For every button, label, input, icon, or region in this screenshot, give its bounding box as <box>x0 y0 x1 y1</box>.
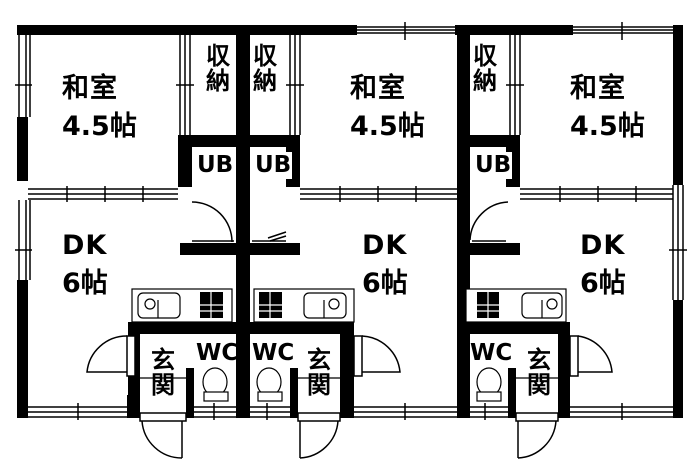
entrance-inner-doors <box>86 335 613 377</box>
unit2-storage-label: 収納 <box>253 42 277 96</box>
kitchen-counters <box>131 288 567 323</box>
toilets <box>202 367 502 402</box>
unit3-dk-size: 6帖 <box>580 268 626 299</box>
unit1-dk-size: 6帖 <box>62 268 108 299</box>
unit1-entrance-label: 玄関 <box>151 346 175 400</box>
unit3-toilet-label: WC <box>470 340 513 366</box>
unit3-entrance-label: 玄関 <box>527 346 551 400</box>
unit2-bath-label: UB <box>254 152 293 179</box>
unit2-dk-size: 6帖 <box>362 268 408 299</box>
interior-walls <box>128 35 570 405</box>
unit3-washitsu-size: 4.5帖 <box>570 111 645 142</box>
windows <box>15 22 687 420</box>
bath-doors <box>191 201 509 243</box>
unit2-washitsu-size: 4.5帖 <box>350 111 425 142</box>
unit3-storage-label: 収納 <box>473 42 497 96</box>
unit2-entrance-label: 玄関 <box>307 346 331 400</box>
unit2-washitsu-label: 和室 <box>350 73 406 104</box>
unit3-washitsu-label: 和室 <box>570 73 626 104</box>
unit2-toilet-label: WC <box>252 340 295 366</box>
partitions <box>28 35 673 202</box>
sinks <box>137 292 563 319</box>
unit3-bath-label: UB <box>474 152 513 179</box>
unit1-toilet-label: WC <box>196 340 239 366</box>
unit2-dk-label: DK <box>362 230 408 261</box>
unit1-washitsu-size: 4.5帖 <box>62 111 137 142</box>
unit3-dk-label: DK <box>580 230 626 261</box>
unit1-dk-label: DK <box>62 230 108 261</box>
unit1-bath-label: UB <box>196 152 235 179</box>
unit1-washitsu-label: 和室 <box>62 73 118 104</box>
stove-grid <box>200 292 499 318</box>
unit1-storage-label: 収納 <box>206 42 230 96</box>
front-doors <box>139 412 559 459</box>
